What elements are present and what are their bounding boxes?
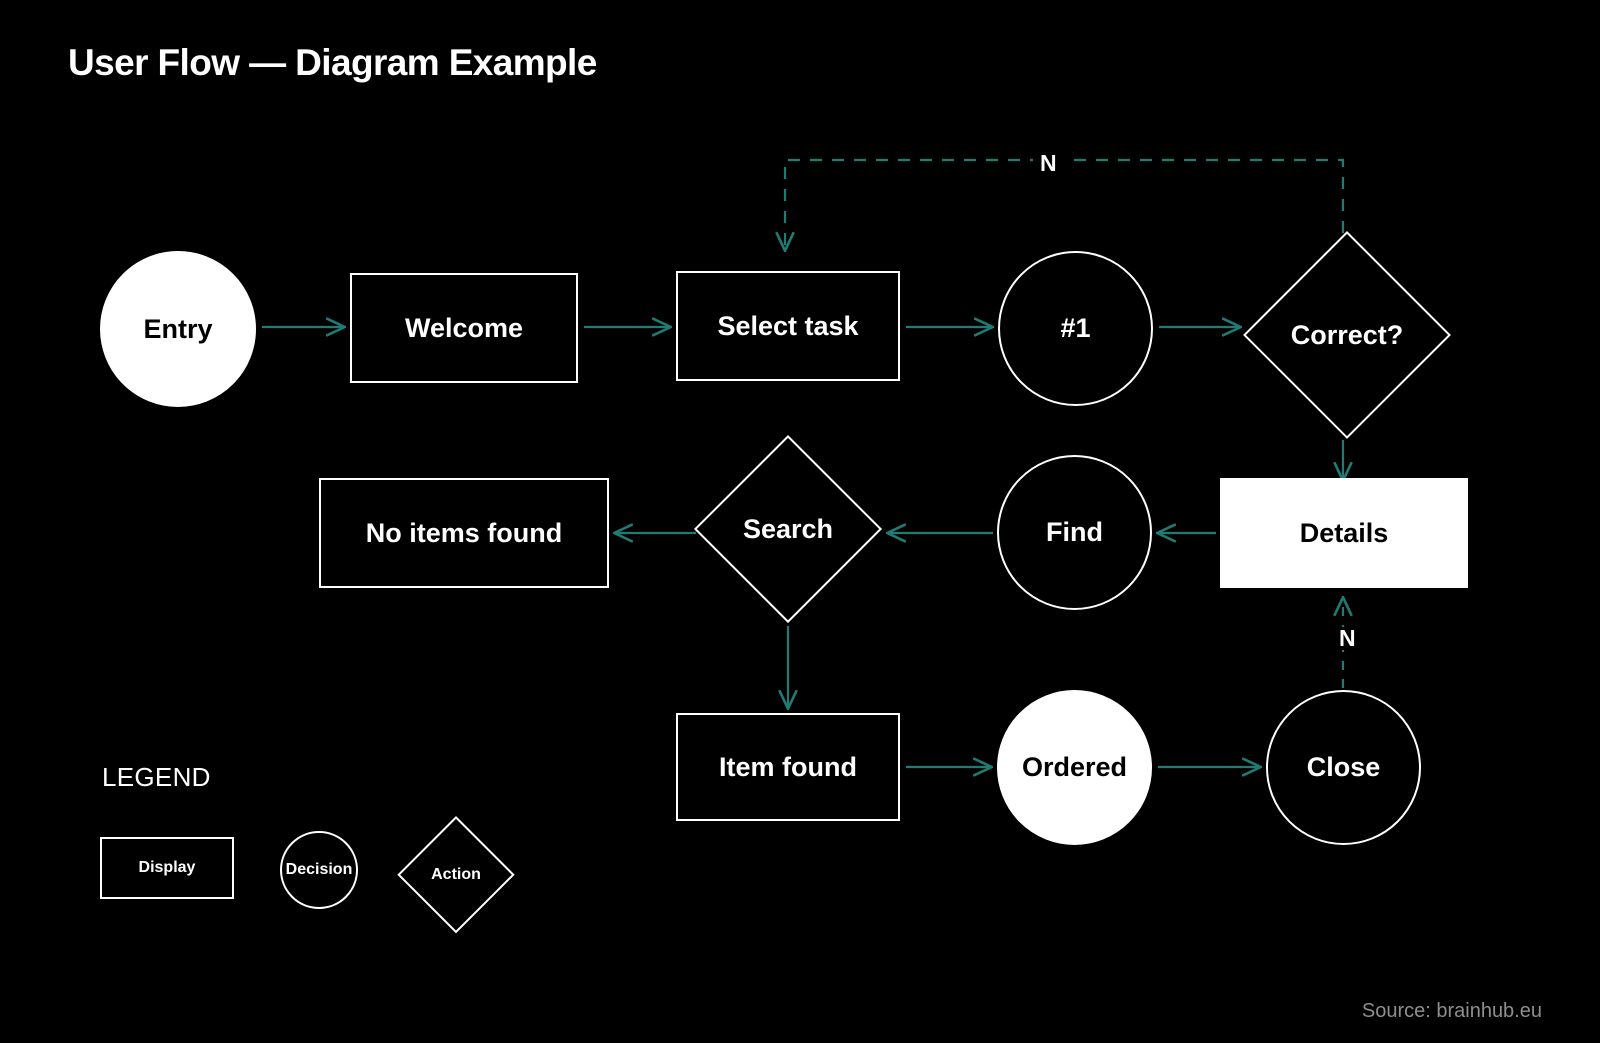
edge-label-n-side: N <box>1332 627 1363 650</box>
edge-label-n-top: N <box>1033 152 1064 175</box>
node-no-items-found-label: No items found <box>365 517 563 548</box>
node-select-task-label: Select task <box>717 310 859 341</box>
legend-item-decision-label: Decision <box>285 861 353 878</box>
node-find[interactable]: Find <box>997 455 1152 610</box>
legend-title: LEGEND <box>102 762 211 792</box>
page-title: User Flow — Diagram Example <box>68 42 597 83</box>
legend: Display Decision Action <box>100 816 560 940</box>
legend-item-decision: Decision <box>280 831 358 909</box>
node-item-found[interactable]: Item found <box>676 713 900 821</box>
node-welcome-label: Welcome <box>404 312 524 343</box>
node-one[interactable]: #1 <box>998 251 1153 406</box>
node-search-label: Search <box>742 513 834 544</box>
legend-item-display: Display <box>100 837 234 899</box>
node-ordered[interactable]: Ordered <box>997 690 1152 845</box>
node-details-label: Details <box>1299 517 1389 548</box>
node-welcome[interactable]: Welcome <box>350 273 578 383</box>
node-ordered-label: Ordered <box>1021 752 1128 782</box>
legend-item-display-label: Display <box>138 859 196 876</box>
node-correct-label: Correct? <box>1290 319 1404 350</box>
node-find-label: Find <box>1046 517 1103 547</box>
node-details[interactable]: Details <box>1220 478 1468 588</box>
node-correct[interactable]: Correct? <box>1243 231 1451 439</box>
node-one-label: #1 <box>1060 313 1091 343</box>
node-entry-label: Entry <box>143 313 213 344</box>
node-entry[interactable]: Entry <box>100 251 256 407</box>
node-item-found-label: Item found <box>719 751 857 782</box>
node-close-label: Close <box>1306 752 1381 782</box>
source-note: Source: brainhub.eu <box>1361 1000 1542 1022</box>
node-select-task[interactable]: Select task <box>676 271 900 381</box>
node-close[interactable]: Close <box>1266 690 1421 845</box>
node-no-items-found[interactable]: No items found <box>319 478 609 588</box>
node-search[interactable]: Search <box>694 435 882 623</box>
legend-item-action: Action <box>397 816 515 934</box>
legend-item-action-label: Action <box>431 866 481 883</box>
